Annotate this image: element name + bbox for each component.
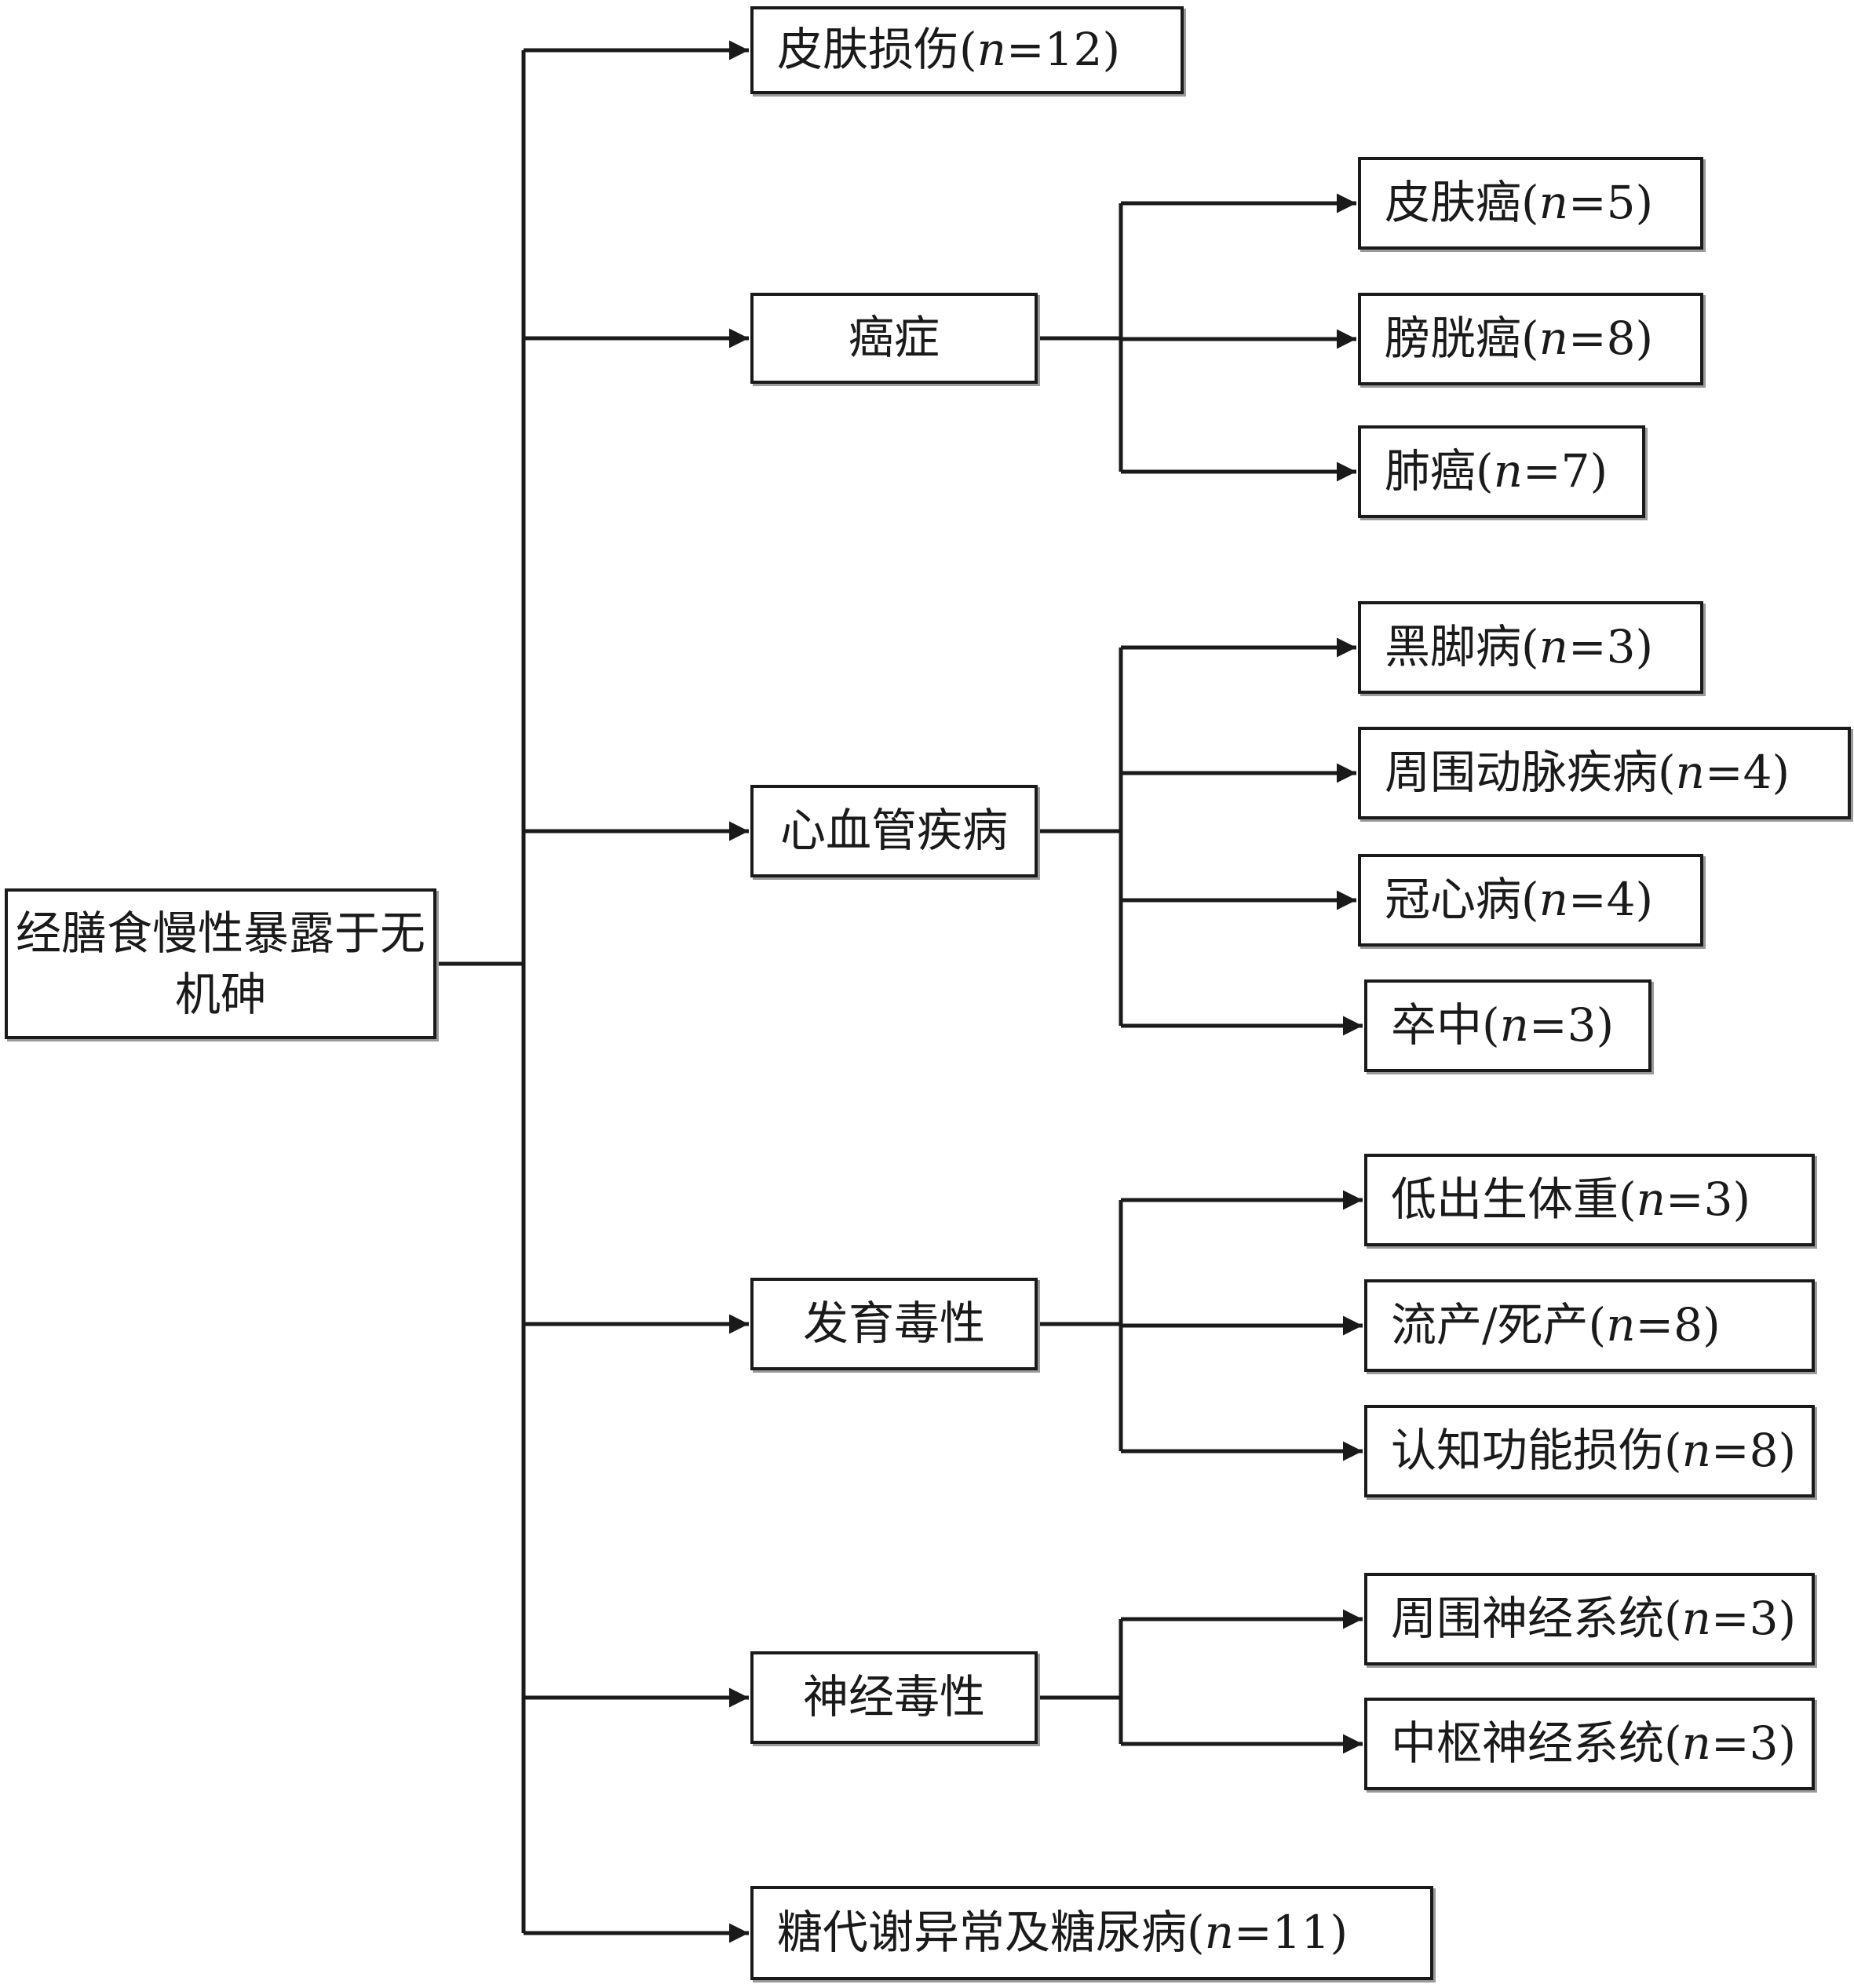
- leaf-node-bladder-cancer-count: 8: [1606, 312, 1636, 366]
- leaf-node-blackfoot-count: 3: [1606, 620, 1636, 674]
- root-node-label: 经膳食慢性暴露于无机砷: [15, 906, 425, 1021]
- leaf-node-peripheral-artery-label: 周围动脉疾病: [1385, 746, 1659, 800]
- branch-node-neurotoxicity: 神经毒性: [750, 1651, 1038, 1744]
- leaf-node-stroke: 卒中(n=3): [1364, 979, 1651, 1072]
- leaf-node-peripheral-nervous-n-symbol: n: [1681, 1592, 1712, 1646]
- leaf-node-peripheral-nervous: 周围神经系统(n=3): [1364, 1573, 1815, 1665]
- leaf-node-coronary-count: 4: [1606, 873, 1636, 927]
- leaf-node-stroke-label: 卒中: [1391, 998, 1483, 1052]
- leaf-node-cognitive-label: 认知功能损伤: [1391, 1424, 1665, 1478]
- leaf-node-skin-cancer: 皮肤癌(n=5): [1358, 157, 1703, 250]
- leaf-node-low-birth-weight-label: 低出生体重: [1391, 1173, 1619, 1227]
- branch-node-cancer: 癌症: [750, 293, 1038, 384]
- leaf-node-blackfoot-label: 黑脚病: [1385, 620, 1522, 674]
- branch-node-developmental-label: 发育毒性: [802, 1297, 985, 1351]
- leaf-node-miscarriage-label: 流产/死产: [1391, 1298, 1589, 1352]
- branch-node-developmental: 发育毒性: [750, 1278, 1038, 1370]
- leaf-node-lung-cancer-count: 7: [1560, 444, 1590, 498]
- leaf-node-miscarriage-count: 8: [1673, 1298, 1703, 1352]
- branch-node-skin-damage-count: 12: [1044, 23, 1103, 77]
- root-node: 经膳食慢性暴露于无机砷: [5, 888, 436, 1039]
- leaf-node-peripheral-nervous-count: 3: [1749, 1592, 1779, 1646]
- leaf-node-lung-cancer-label: 肺癌: [1385, 444, 1476, 498]
- leaf-node-stroke-n-symbol: n: [1499, 998, 1530, 1052]
- leaf-node-central-nervous: 中枢神经系统(n=3): [1364, 1698, 1815, 1790]
- branch-node-cardiovascular-label: 心血管疾病: [779, 804, 1008, 858]
- leaf-node-lung-cancer-n-symbol: n: [1493, 444, 1524, 498]
- leaf-node-peripheral-artery-count: 4: [1743, 746, 1772, 800]
- branch-node-skin-damage-n-symbol: n: [976, 23, 1007, 77]
- leaf-node-coronary-n-symbol: n: [1538, 873, 1569, 927]
- leaf-node-skin-cancer-label: 皮肤癌: [1385, 176, 1522, 230]
- leaf-node-low-birth-weight-count: 3: [1703, 1173, 1733, 1227]
- branch-node-skin-damage: 皮肤损伤(n=12): [750, 6, 1184, 94]
- leaf-node-cognitive-count: 8: [1749, 1424, 1779, 1478]
- leaf-node-miscarriage-n-symbol: n: [1606, 1298, 1636, 1352]
- branch-node-skin-damage-label: 皮肤损伤: [777, 23, 960, 77]
- leaf-node-bladder-cancer: 膀胱癌(n=8): [1358, 293, 1703, 385]
- leaf-node-central-nervous-count: 3: [1749, 1716, 1779, 1771]
- leaf-node-peripheral-artery-n-symbol: n: [1675, 746, 1706, 800]
- leaf-node-low-birth-weight-n-symbol: n: [1636, 1173, 1666, 1227]
- branch-node-neurotoxicity-label: 神经毒性: [802, 1670, 985, 1724]
- leaf-node-coronary-label: 冠心病: [1385, 873, 1522, 927]
- leaf-node-low-birth-weight: 低出生体重(n=3): [1364, 1154, 1815, 1246]
- branch-node-glucose-metabolism-label: 糖代谢异常及糖尿病: [777, 1906, 1188, 1960]
- branch-node-cancer-label: 癌症: [848, 311, 940, 365]
- leaf-node-skin-cancer-n-symbol: n: [1538, 176, 1569, 230]
- leaf-node-cognitive: 认知功能损伤(n=8): [1364, 1405, 1815, 1497]
- branch-node-glucose-metabolism-count: 11: [1272, 1906, 1330, 1960]
- leaf-node-cognitive-n-symbol: n: [1681, 1424, 1712, 1478]
- leaf-node-skin-cancer-count: 5: [1606, 176, 1636, 230]
- leaf-node-central-nervous-n-symbol: n: [1681, 1716, 1712, 1771]
- branch-node-glucose-metabolism-n-symbol: n: [1204, 1906, 1235, 1960]
- leaf-node-blackfoot: 黑脚病(n=3): [1358, 601, 1703, 694]
- leaf-node-bladder-cancer-n-symbol: n: [1538, 312, 1569, 366]
- leaf-node-stroke-count: 3: [1567, 998, 1597, 1052]
- leaf-node-peripheral-nervous-label: 周围神经系统: [1391, 1592, 1665, 1646]
- leaf-node-bladder-cancer-label: 膀胱癌: [1385, 312, 1522, 366]
- leaf-node-blackfoot-n-symbol: n: [1538, 620, 1569, 674]
- branch-node-cardiovascular: 心血管疾病: [750, 785, 1038, 877]
- leaf-node-coronary: 冠心病(n=4): [1358, 854, 1703, 947]
- leaf-node-lung-cancer: 肺癌(n=7): [1358, 425, 1645, 518]
- leaf-node-miscarriage: 流产/死产(n=8): [1364, 1279, 1815, 1372]
- branch-node-glucose-metabolism: 糖代谢异常及糖尿病(n=11): [750, 1886, 1433, 1980]
- leaf-node-peripheral-artery: 周围动脉疾病(n=4): [1358, 727, 1851, 819]
- leaf-node-central-nervous-label: 中枢神经系统: [1391, 1716, 1665, 1771]
